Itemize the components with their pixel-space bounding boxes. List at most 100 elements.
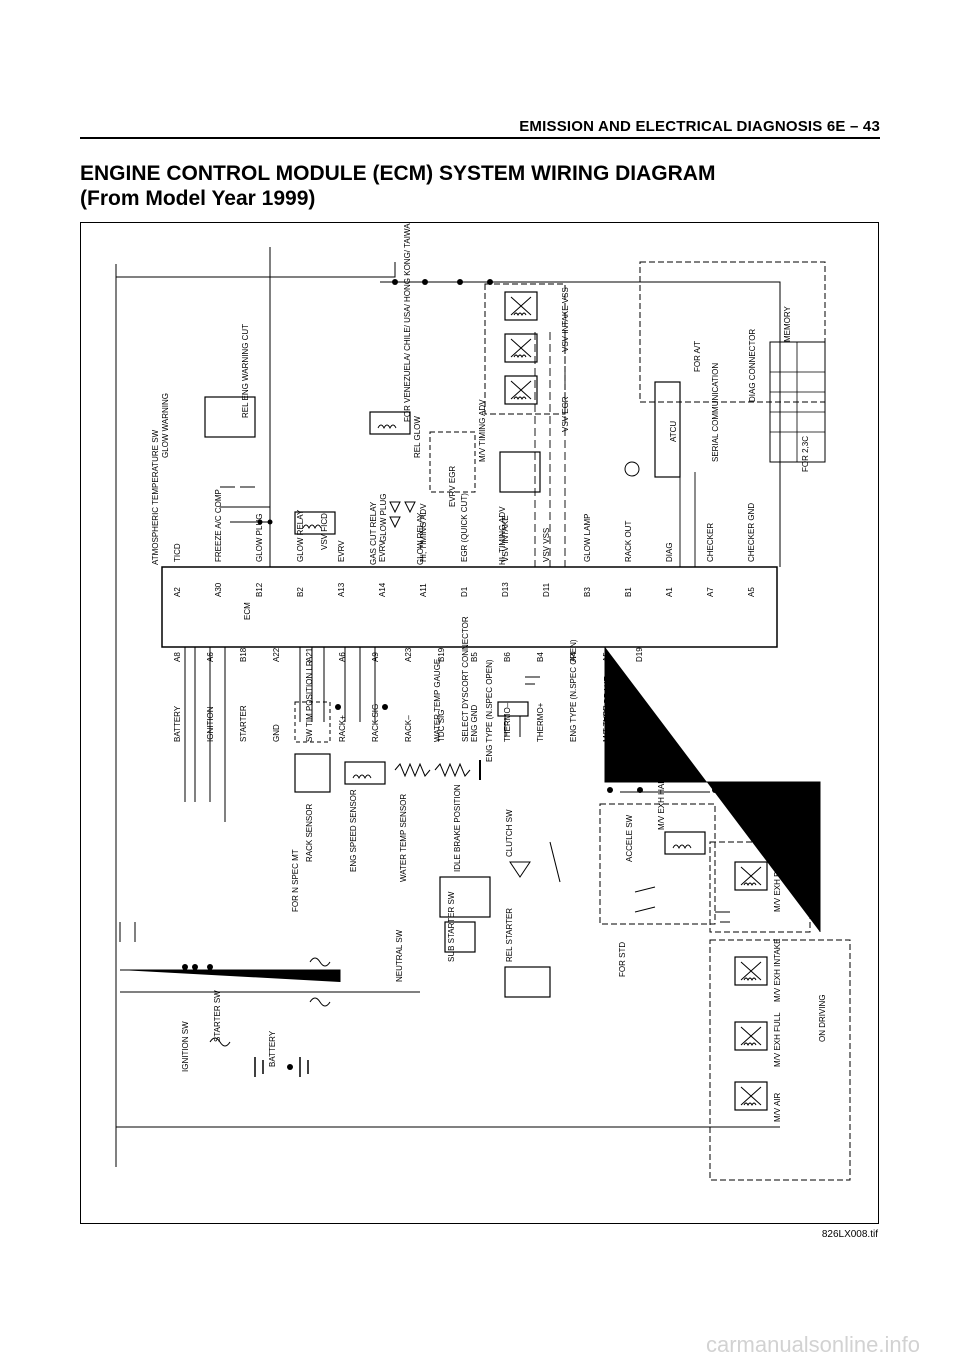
label-evrv-egr: EVRV EGR bbox=[448, 466, 457, 507]
ecm-left-signal-10: THERMO– bbox=[503, 702, 512, 742]
label-gas-cut-relay: GAS CUT RELAY bbox=[369, 501, 378, 565]
ecm-right-signal-8: VSV INTAKE bbox=[501, 515, 510, 562]
label-hi-timing-adv: HI, TIMING ADV bbox=[498, 506, 507, 565]
label-vsv-intake-vss: VSV INTAKE VSS bbox=[561, 287, 570, 352]
ecm-left-signal-7: RACK– bbox=[404, 715, 413, 742]
label-water-temp-gauge: WATER TEMP GAUGE bbox=[433, 659, 442, 742]
label-glow-relay: GLOW RELAY bbox=[416, 512, 425, 565]
ecm-left-pin-0: A8 bbox=[173, 652, 182, 662]
label-memory: MEMORY bbox=[783, 305, 792, 342]
label-vsv-egr: VSV EGR bbox=[561, 396, 570, 432]
ecm-block bbox=[161, 566, 778, 648]
label-mv-exh-intake: M/V EXH INTAKE bbox=[773, 939, 782, 1002]
label-atcu: ATCU bbox=[669, 421, 678, 442]
label-atm-pressure: ATMOSPHERIC TEMPERATURE SW bbox=[151, 429, 160, 565]
wiring-diagram: ECM bbox=[115, 222, 851, 1181]
ecm-right-pin-8: D13 bbox=[501, 582, 510, 597]
ecm-left-pin-7: A23 bbox=[404, 647, 413, 662]
ecm-left-signal-3: GND bbox=[272, 724, 281, 742]
diagram-frame bbox=[80, 222, 879, 1224]
ecm-left-pins: A8BATTERYA6IGNITIONB18STARTERA22GNDA21SW… bbox=[173, 639, 644, 742]
ecm-right-signal-13: CHECKER bbox=[706, 523, 715, 562]
label-rel-eng-warning: REL ENG WARNING CUT bbox=[241, 324, 250, 418]
label-eng-type: ENG TYPE (N.SPEC OPEN) bbox=[485, 659, 494, 762]
ecm-right-pin-7: D1 bbox=[460, 586, 469, 597]
label-water-temp-sensor: WATER TEMP SENSOR bbox=[399, 794, 408, 882]
ecm-left-pin-10: B6 bbox=[503, 652, 512, 662]
label-starter-sw: STARTER SW bbox=[213, 990, 222, 1042]
ecm-left-pin-1: A6 bbox=[206, 652, 215, 662]
ecm-label: ECM bbox=[243, 602, 252, 620]
label-select-dyscort: SELECT DYSCORT CONNECTOR bbox=[461, 616, 470, 742]
ecm-left-pin-5: A6 bbox=[338, 652, 347, 662]
ecm-left-signal-13: M/T TYPE bbox=[602, 705, 611, 742]
label-vsv-fice: VSV FICD bbox=[320, 513, 329, 550]
label-rel-glow: REL GLOW bbox=[413, 416, 422, 458]
label-accele-sw: ACCELE SW bbox=[625, 814, 634, 862]
ecm-right-signal-5: EVRV bbox=[378, 540, 387, 562]
ecm-right-signal-14: CHECKER GND bbox=[747, 503, 756, 562]
ecm-right-pin-6: A11 bbox=[419, 583, 428, 597]
section-header: EMISSION AND ELECTRICAL DIAGNOSIS 6E – 4… bbox=[519, 118, 880, 135]
label-mv-exh-half: M/V EXH HALF bbox=[657, 774, 666, 830]
ecm-left-signal-9: ENG GND bbox=[470, 704, 479, 742]
label-timing-adv: M/V TIMING ADV bbox=[478, 399, 487, 462]
ecm-left-pin-11: B4 bbox=[536, 652, 545, 662]
label-for-tc: FOR 2,3C bbox=[801, 436, 810, 472]
ecm-right-signal-4: EVRV bbox=[337, 540, 346, 562]
ecm-right-signal-12: DIAG bbox=[665, 542, 674, 562]
label-for-at: FOR A/T bbox=[693, 341, 702, 372]
header-rule bbox=[80, 137, 880, 139]
ecm-left-pin-14: D19 bbox=[635, 647, 644, 662]
label-sub-starter-sw: SUB STARTER SW bbox=[447, 891, 456, 962]
ecm-left-signal-1: IGNITION bbox=[206, 706, 215, 742]
label-eng-speed-sensor: ENG SPEED SENSOR bbox=[349, 789, 358, 872]
ecm-left-pin-12: A4 bbox=[569, 652, 578, 662]
ecm-left-pin-2: B18 bbox=[239, 647, 248, 662]
label-glow-warning: GLOW WARNING bbox=[161, 393, 170, 458]
label-for-markets: FOR VENEZUELA/ CHILE/ USA/ HONG KONG/ TA… bbox=[403, 222, 412, 422]
ecm-right-pin-10: B3 bbox=[583, 587, 592, 597]
label-for-spec: FOR N SPEC MT bbox=[291, 849, 300, 912]
ecm-right-pin-1: A30 bbox=[214, 582, 223, 597]
label-serial-comm: SERIAL COMMUNICATION bbox=[711, 363, 720, 462]
ecm-right-pin-0: A2 bbox=[173, 587, 182, 597]
label-mv-exh-full: M/V EXH FULL bbox=[773, 1012, 782, 1067]
label-rel-starter: REL STARTER bbox=[505, 908, 514, 962]
ecm-left-pin-13: A5 bbox=[602, 652, 611, 662]
label-glow-plug: GLOW PLUG bbox=[379, 494, 388, 542]
ecm-right-pin-9: D11 bbox=[542, 582, 551, 597]
ecm-left-signal-8: TDC SIG bbox=[437, 710, 446, 742]
label-exh-brake: EXH BRAKE bbox=[603, 676, 612, 722]
ecm-right-pin-14: A5 bbox=[747, 587, 756, 597]
ecm-left-pin-3: A22 bbox=[272, 647, 281, 662]
ecm-right-signal-0: TICD bbox=[173, 543, 182, 562]
label-battery: BATTERY bbox=[268, 1030, 277, 1067]
ecm-right-pin-2: B12 bbox=[255, 582, 264, 597]
ecm-left-pin-8: B19 bbox=[437, 647, 446, 662]
figure-id: 826LX008.tif bbox=[821, 1229, 878, 1240]
label-mv-exh-brake: M/V EXH BRAKE bbox=[773, 850, 782, 912]
watermark: carmanualsonline.info bbox=[705, 1332, 920, 1357]
ecm-left-signal-6: RACK SIG bbox=[371, 704, 380, 742]
ecm-left-pin-9: B5 bbox=[470, 652, 479, 662]
ecm-right-pin-12: A1 bbox=[665, 587, 674, 597]
ecm-left-signal-14: EXH BRAKE bbox=[635, 696, 644, 742]
ecm-right-signal-11: RACK OUT bbox=[624, 521, 633, 562]
ecm-left-signal-5: RACK+ bbox=[338, 715, 347, 742]
label-on-drive: ON DRIVING bbox=[818, 994, 827, 1042]
label-clutch-sw: CLUTCH SW bbox=[505, 809, 514, 857]
ecm-left-signal-0: BATTERY bbox=[173, 705, 182, 742]
title-line-1: ENGINE CONTROL MODULE (ECM) SYSTEM WIRIN… bbox=[80, 162, 716, 185]
ecm-left-signal-11: THERMO+ bbox=[536, 702, 545, 742]
ecm-right-pin-4: A13 bbox=[337, 582, 346, 597]
ecm-right-signal-1: FREEZE A/C COMP bbox=[214, 489, 223, 562]
ecm-left-pin-4: A21 bbox=[305, 647, 314, 662]
label-rack-sensor: RACK SENSOR bbox=[305, 804, 314, 862]
ecm-left-pin-6: A9 bbox=[371, 652, 380, 662]
ecm-right-pin-5: A14 bbox=[378, 582, 387, 597]
page-title: ENGINE CONTROL MODULE (ECM) SYSTEM WIRIN… bbox=[80, 161, 715, 211]
label-idle-brake-position: IDLE BRAKE POSITION bbox=[453, 784, 462, 872]
ecm-right-signal-3: GLOW RELAY bbox=[296, 509, 305, 562]
title-line-2: (From Model Year 1999) bbox=[80, 187, 316, 210]
